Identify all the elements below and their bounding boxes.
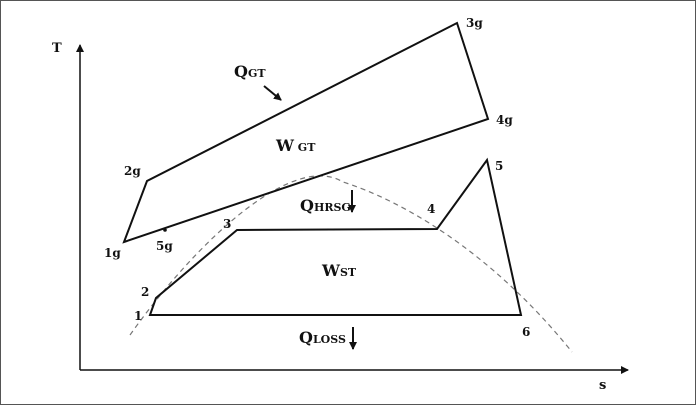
x-axis-label: s	[599, 378, 606, 393]
w-st-label: WST	[321, 261, 357, 280]
point-label-3g: 3g	[466, 16, 483, 30]
q-loss-label: QLOSS	[299, 328, 346, 347]
point-label-1g: 1g	[104, 246, 121, 260]
steam-turbine-cycle	[148, 157, 523, 316]
point-label-1: 1	[134, 309, 142, 323]
y-axis-label: T	[52, 41, 62, 56]
q-gt-label: QGT	[234, 62, 266, 81]
point-label-3: 3	[223, 217, 231, 231]
q-hrsg-label: QHRSG	[300, 196, 351, 215]
saturation-dome	[129, 175, 573, 353]
w-gt-label: W GT	[275, 136, 316, 155]
gas-turbine-cycle	[122, 21, 490, 244]
point-label-4g: 4g	[496, 113, 513, 127]
q-gt-arrow	[263, 85, 282, 101]
point-label-6: 6	[522, 325, 530, 339]
point-label-5: 5	[495, 159, 503, 173]
point-label-2: 2	[141, 285, 149, 299]
point-5g-marker	[163, 228, 167, 232]
point-label-4: 4	[427, 202, 435, 216]
point-label-2g: 2g	[124, 164, 141, 178]
point-label-5g: 5g	[156, 239, 173, 253]
